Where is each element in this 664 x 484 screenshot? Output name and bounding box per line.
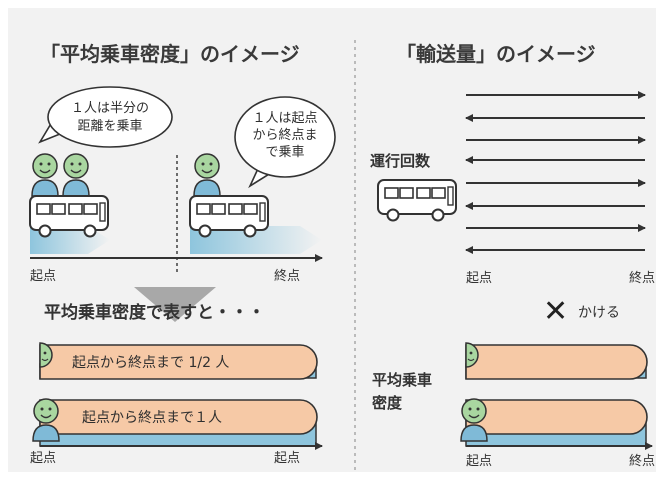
density-bar-half: 起点から終点まで 1/2 人 xyxy=(39,344,318,380)
bar-full-text: 起点から終点まで１人 xyxy=(82,410,222,426)
diagram-background xyxy=(8,8,656,472)
bus-icon xyxy=(29,195,109,238)
bubble-full-line-2: から終点ま xyxy=(252,127,317,143)
trips-label: 運行回数 xyxy=(370,152,431,170)
trip-arrows xyxy=(465,91,646,254)
right-bottom-end-label: 終点 xyxy=(629,453,655,469)
right-bottom-start-label: 起点 xyxy=(466,454,492,469)
bottom-start-label: 起点 xyxy=(30,451,56,466)
density-label-line-1: 平均乗車 xyxy=(372,371,432,389)
right-start-label: 起点 xyxy=(466,271,492,286)
bus-icon xyxy=(377,179,457,222)
bubble-half-line-2: 距離を乗車 xyxy=(77,119,142,134)
bottom-end-label: 起点 xyxy=(274,451,300,466)
half-person xyxy=(39,342,53,368)
right-density-bar-half xyxy=(465,344,648,380)
left-title: 「平均乗車密度」のイメージ xyxy=(40,42,300,66)
bubble-half-line-1: １人は半分の xyxy=(71,101,149,116)
density-bar-full: 起点から終点まで１人 xyxy=(39,399,323,450)
bus-icon xyxy=(189,195,269,238)
multiply-icon: ✕ xyxy=(543,294,568,329)
bubble-full-line-1: １人は起点 xyxy=(252,111,317,126)
right-end-label: 終点 xyxy=(629,270,655,286)
ride-band-full xyxy=(190,226,322,254)
start-label: 起点 xyxy=(30,269,56,284)
density-label-line-2: 密度 xyxy=(372,394,403,412)
multiply-text: かける xyxy=(578,305,620,321)
half-person xyxy=(465,342,479,368)
end-label: 終点 xyxy=(274,268,300,284)
speech-bubble-full: １人は起点 から終点ま で乗車 xyxy=(234,96,336,189)
right-density-bar-full xyxy=(465,399,653,450)
right-title: 「輸送量」のイメージ xyxy=(396,42,596,66)
bar-half-text: 起点から終点まで 1/2 人 xyxy=(72,355,229,371)
summary-text: 平均乗車密度で表すと・・・ xyxy=(44,302,265,323)
speech-bubble-half: １人は半分の 距離を乗車 xyxy=(38,86,173,148)
bubble-full-line-3: で乗車 xyxy=(265,145,304,160)
down-triangle-icon xyxy=(134,287,216,322)
